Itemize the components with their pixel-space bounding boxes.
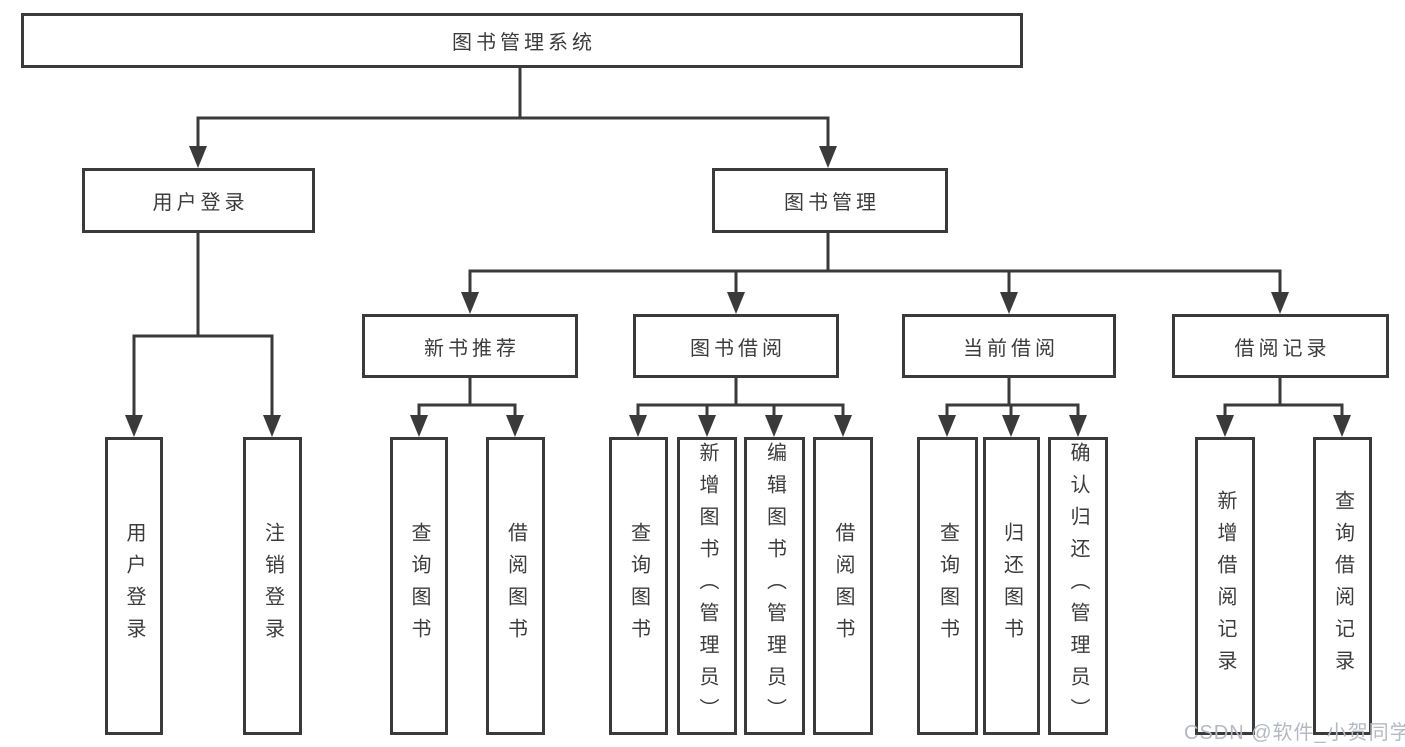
connector-user-login-branch (125, 231, 281, 437)
arrowhead-icon (698, 415, 716, 437)
node-label: 借阅记录 (1234, 337, 1331, 360)
node-leaf-borrow-book: 借阅图书 (813, 437, 873, 735)
connector-root-to-level2 (189, 66, 837, 168)
node-label: 确认归还（管理员） (1067, 442, 1089, 730)
arrowhead-icon (189, 146, 207, 168)
arrowhead-icon (765, 415, 783, 437)
node-label: 新增借阅记录 (1214, 490, 1236, 682)
node-label: 图书借阅 (690, 337, 786, 360)
node-label: 查询图书 (936, 522, 959, 650)
arrowhead-icon (834, 415, 852, 437)
arrowhead-icon (506, 415, 524, 437)
node-label: 图书管理 (784, 192, 880, 214)
node-current-borrow: 当前借阅 (902, 314, 1116, 378)
node-book-borrow: 图书借阅 (633, 314, 839, 378)
node-label: 用户登录 (123, 522, 145, 650)
node-new-book-recommend: 新书推荐 (362, 314, 578, 378)
node-leaf-add-borrow-record: 新增借阅记录 (1195, 437, 1255, 735)
arrowhead-icon (819, 146, 837, 168)
arrowhead-icon (1216, 415, 1234, 437)
node-label: 编辑图书（管理员） (763, 442, 786, 730)
arrowhead-icon (461, 292, 479, 314)
arrowhead-icon (1000, 292, 1018, 314)
node-leaf-user-login: 用户登录 (105, 437, 163, 735)
node-user-login: 用户登录 (82, 168, 315, 233)
node-label: 归还图书 (1000, 522, 1023, 650)
arrowhead-icon (727, 292, 745, 314)
node-label: 借阅图书 (504, 522, 527, 650)
node-leaf-confirm-return-admin: 确认归还（管理员） (1048, 437, 1108, 735)
node-label: 查询图书 (408, 522, 430, 650)
node-borrow-records: 借阅记录 (1172, 314, 1389, 378)
connector-current-borrow-branch (938, 376, 1087, 437)
node-label: 借阅图书 (832, 522, 854, 650)
arrowhead-icon (1069, 415, 1087, 437)
connector-borrow-records-branch (1216, 376, 1351, 437)
node-leaf-query-book-borrow: 查询图书 (609, 437, 668, 735)
connector-book-management-to-level3 (461, 231, 1289, 314)
arrowhead-icon (1333, 415, 1351, 437)
node-label: 新增图书（管理员） (696, 442, 718, 730)
node-leaf-add-book-admin: 新增图书（管理员） (677, 437, 737, 735)
arrowhead-icon (1271, 292, 1289, 314)
node-label: 新书推荐 (424, 337, 520, 360)
node-leaf-query-borrow-record: 查询借阅记录 (1313, 437, 1372, 735)
node-book-management: 图书管理 (712, 168, 948, 233)
node-label: 用户登录 (152, 192, 249, 214)
node-leaf-return-book: 归还图书 (983, 437, 1040, 735)
arrowhead-icon (938, 415, 956, 437)
arrowhead-icon (1002, 415, 1020, 437)
node-label: 查询借阅记录 (1331, 490, 1354, 682)
node-leaf-borrow-book-recommend: 借阅图书 (486, 437, 545, 735)
arrowhead-icon (263, 415, 281, 437)
node-root-system: 图书管理系统 (21, 13, 1023, 68)
node-label: 当前借阅 (963, 337, 1059, 360)
node-leaf-edit-book-admin: 编辑图书（管理员） (744, 437, 805, 735)
connector-book-borrow-branch (629, 376, 852, 437)
arrowhead-icon (629, 415, 647, 437)
node-leaf-query-book-current: 查询图书 (917, 437, 978, 735)
node-label: 注销登录 (261, 522, 284, 650)
connector-new-book-branch (410, 376, 524, 437)
node-label: 图书管理系统 (452, 32, 596, 54)
arrowhead-icon (410, 415, 428, 437)
node-leaf-logout: 注销登录 (243, 437, 302, 735)
node-label: 查询图书 (627, 522, 650, 650)
csdn-watermark: CSDN @软件_小贺同学 (1184, 722, 1405, 744)
node-leaf-query-book-recommend: 查询图书 (390, 437, 448, 735)
arrowhead-icon (125, 415, 143, 437)
